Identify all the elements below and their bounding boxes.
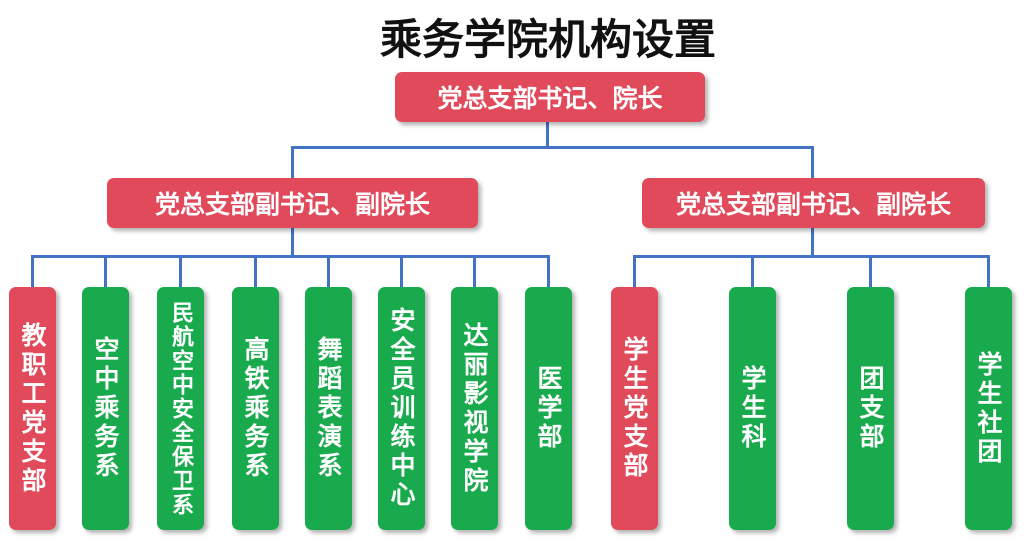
unit-node: 空中乘务系 — [82, 287, 129, 530]
unit-node: 高铁乘务系 — [232, 287, 279, 530]
unit-node: 学生社团 — [965, 287, 1012, 530]
unit-label: 高铁乘务系 — [241, 336, 270, 481]
branch-node-right: 党总支部副书记、副院长 — [642, 178, 985, 228]
unit-label: 空中乘务系 — [91, 336, 120, 481]
connector — [291, 146, 814, 149]
unit-node: 学生党支部 — [611, 287, 658, 530]
unit-label: 民航空中安全保卫系 — [168, 300, 194, 517]
connector — [987, 255, 990, 287]
root-node: 党总支部书记、院长 — [395, 72, 705, 122]
unit-label: 安全员训练中心 — [387, 307, 416, 510]
connector — [179, 255, 182, 287]
unit-label: 舞蹈表演系 — [314, 336, 343, 481]
connector — [104, 255, 107, 287]
connector — [633, 255, 636, 287]
unit-node: 团支部 — [847, 287, 894, 530]
connector — [633, 255, 990, 258]
connector — [546, 122, 549, 148]
connector — [751, 255, 754, 287]
connector — [327, 255, 330, 287]
unit-node: 教职工党支部 — [9, 287, 56, 530]
connector — [400, 255, 403, 287]
connector — [811, 228, 814, 256]
chart-title: 乘务学院机构设置 — [379, 15, 716, 64]
unit-node: 医学部 — [525, 287, 572, 530]
unit-label: 医学部 — [534, 365, 563, 452]
unit-label: 学生科 — [738, 365, 767, 452]
connector — [547, 255, 550, 287]
connector — [31, 255, 550, 258]
unit-node: 安全员训练中心 — [378, 287, 425, 530]
unit-label: 学生党支部 — [620, 336, 649, 481]
connector — [811, 146, 814, 178]
unit-node: 学生科 — [729, 287, 776, 530]
connector — [254, 255, 257, 287]
unit-label: 教职工党支部 — [18, 321, 47, 496]
connector — [291, 228, 294, 256]
unit-label: 达丽影视学院 — [460, 321, 489, 496]
unit-label: 学生社团 — [974, 350, 1003, 467]
unit-node: 达丽影视学院 — [451, 287, 498, 530]
branch-node-left: 党总支部副书记、副院长 — [107, 178, 478, 228]
connector — [869, 255, 872, 287]
connector — [31, 255, 34, 287]
unit-node: 民航空中安全保卫系 — [157, 287, 204, 530]
unit-label: 团支部 — [856, 365, 885, 452]
unit-node: 舞蹈表演系 — [305, 287, 352, 530]
connector — [473, 255, 476, 287]
connector — [291, 146, 294, 178]
